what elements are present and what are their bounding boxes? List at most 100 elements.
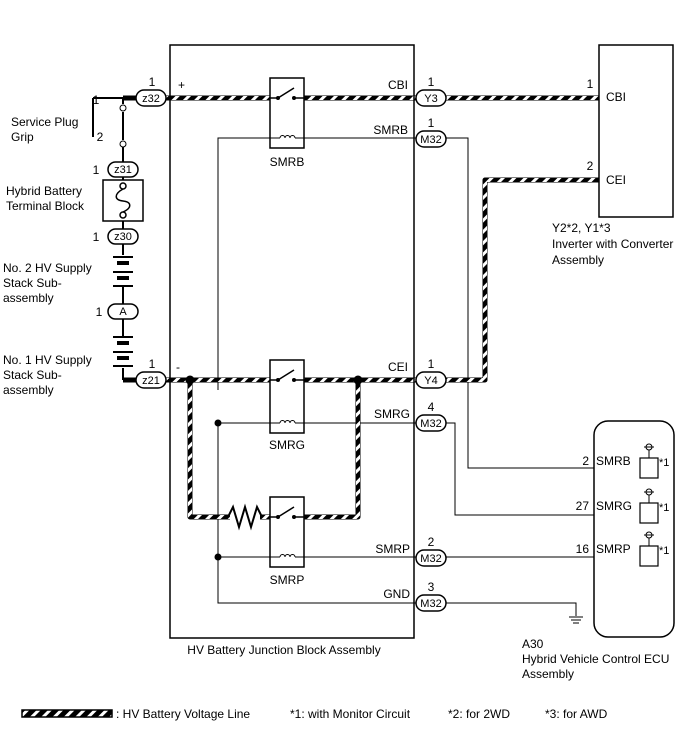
- jb-cbi-label: CBI: [388, 78, 408, 92]
- z21-pin: 1: [149, 357, 156, 371]
- ecu-label-2: Assembly: [522, 667, 574, 681]
- connector-Y4-label: Y4: [424, 375, 437, 387]
- connector-Y4: Y4: [415, 371, 447, 389]
- ground-icon: [569, 616, 583, 624]
- service-plug-terminal: [119, 140, 127, 148]
- junction-dot: [185, 375, 195, 385]
- legend-note-1: *1: with Monitor Circuit: [290, 707, 411, 721]
- fuse-icon: [115, 182, 131, 219]
- relay-smrp: [269, 496, 305, 568]
- service-plug-label: Service Plug: [11, 115, 78, 129]
- z30-pin: 1: [93, 230, 100, 244]
- Y4-pin: 1: [428, 357, 435, 371]
- terminal-block-label-2: Terminal Block: [6, 199, 85, 213]
- inverter-cei-label: CEI: [606, 173, 626, 187]
- relay-smrb: [269, 77, 305, 149]
- jb-cei-label: CEI: [388, 360, 408, 374]
- z32-pin: 1: [149, 75, 156, 89]
- ecu-smrb-pin: 2: [582, 454, 589, 468]
- connector-A-pin: 1: [96, 305, 103, 319]
- precharge-resistor: [227, 503, 263, 531]
- inverter-connector-note: Y2*2, Y1*3: [552, 221, 611, 235]
- legend-hv-line-sample: [21, 709, 113, 718]
- connector-z21-label: z21: [142, 375, 160, 387]
- relay-smrg-label: SMRG: [269, 438, 305, 452]
- connector-z31: z31: [107, 161, 139, 178]
- connector-z32-label: z32: [142, 93, 160, 105]
- M32-gnd-pin: 3: [428, 580, 435, 594]
- Y3-pin: 1: [428, 75, 435, 89]
- plus-terminal: +: [178, 78, 185, 92]
- connector-M32-label: M32: [420, 553, 441, 565]
- M32-smrb-pin: 1: [428, 116, 435, 130]
- inverter-label-2: Assembly: [552, 253, 604, 267]
- minus-terminal: -: [176, 360, 180, 374]
- inverter-cbi-label: CBI: [606, 90, 626, 104]
- junction-block-title: HV Battery Junction Block Assembly: [187, 643, 380, 657]
- jb-smrp-label: SMRP: [375, 542, 410, 556]
- connector-A: A: [107, 303, 139, 320]
- connector-z30-label: z30: [114, 231, 132, 243]
- connector-z30: z30: [107, 228, 139, 245]
- service-plug-pin1: 1: [93, 93, 100, 107]
- battery-stack-wiring: [92, 97, 124, 380]
- ecu-smrg-pin: 27: [576, 499, 590, 513]
- M32-smrg-pin: 4: [428, 400, 435, 414]
- junction-dot: [214, 553, 222, 561]
- M32-smrp-pin: 2: [428, 535, 435, 549]
- inverter-box: [598, 44, 674, 218]
- stack2-label-2: Stack Sub-: [3, 276, 62, 290]
- stack1-label: No. 1 HV Supply: [3, 353, 92, 367]
- stack1-label-3: assembly: [3, 383, 54, 397]
- battery-cells-stack1: [113, 336, 133, 367]
- connector-z32: z32: [135, 89, 167, 107]
- relay-smrb-label: SMRB: [270, 155, 305, 169]
- junction-dot: [214, 419, 222, 427]
- inverter-cei-pin: 2: [587, 159, 594, 173]
- z31-pin: 1: [93, 163, 100, 177]
- connector-M32-gnd: M32: [415, 594, 447, 612]
- connector-M32-label: M32: [420, 418, 441, 430]
- jb-gnd-label: GND: [383, 587, 410, 601]
- legend-hv-line-label: : HV Battery Voltage Line: [116, 707, 250, 721]
- jb-smrb-label: SMRB: [373, 123, 408, 137]
- connector-Y3: Y3: [415, 89, 447, 107]
- connector-Y3-label: Y3: [424, 93, 437, 105]
- inverter-label: Inverter with Converter: [552, 237, 673, 251]
- junction-block-box: [169, 44, 415, 639]
- ecu-smrp-mark: *1: [659, 545, 669, 557]
- stack2-label-3: assembly: [3, 291, 54, 305]
- connector-M32-smrg: M32: [415, 414, 447, 432]
- connector-M32-smrb: M32: [415, 130, 447, 148]
- service-plug-label-2: Grip: [11, 130, 34, 144]
- ecu-code: A30: [522, 637, 544, 651]
- terminal-block-label: Hybrid Battery: [6, 184, 82, 198]
- ecu-driver-smrg: [639, 488, 659, 524]
- ecu-label: Hybrid Vehicle Control ECU: [522, 652, 669, 666]
- ecu-smrp-label: SMRP: [596, 542, 631, 556]
- legend-note-3: *3: for AWD: [545, 707, 608, 721]
- relay-smrg: [269, 359, 305, 434]
- junction-dot: [353, 375, 363, 385]
- connector-M32-smrp: M32: [415, 549, 447, 567]
- connector-M32-label: M32: [420, 134, 441, 146]
- jb-smrg-label: SMRG: [374, 407, 410, 421]
- ecu-smrg-mark: *1: [659, 502, 669, 514]
- connector-z21: z21: [135, 371, 167, 389]
- service-plug-pin2: 2: [97, 130, 104, 144]
- hv-voltage-lines: [123, 95, 599, 520]
- ecu-smrb-label: SMRB: [596, 454, 631, 468]
- ecu-smrp-pin: 16: [576, 542, 590, 556]
- stack1-label-2: Stack Sub-: [3, 368, 62, 382]
- relay-smrp-label: SMRP: [270, 573, 305, 587]
- inverter-cbi-pin: 1: [587, 77, 594, 91]
- service-plug-terminal: [119, 104, 127, 112]
- stack2-label: No. 2 HV Supply: [3, 261, 92, 275]
- connector-A-label: A: [119, 306, 127, 318]
- legend-note-2: *2: for 2WD: [448, 707, 510, 721]
- ecu-smrb-mark: *1: [659, 457, 669, 469]
- connector-z31-label: z31: [114, 164, 132, 176]
- ecu-driver-smrp: [639, 531, 659, 567]
- ecu-driver-smrb: [639, 443, 659, 479]
